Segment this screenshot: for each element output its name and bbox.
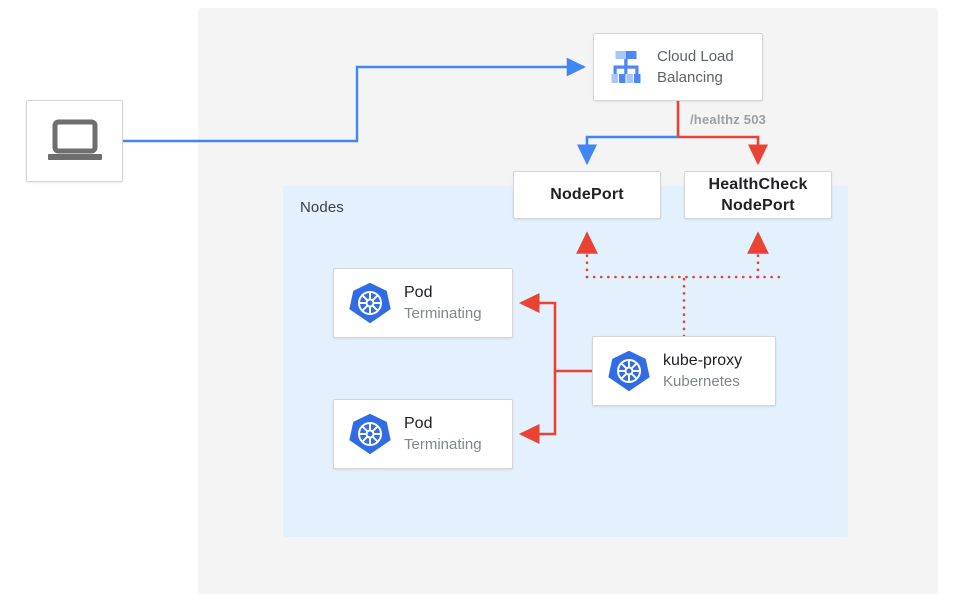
pod-1-status: Terminating <box>404 305 482 322</box>
pod-2-text: Pod Terminating <box>404 413 482 455</box>
kube-proxy-node[interactable]: kube-proxy Kubernetes <box>592 336 776 406</box>
cloud-load-balancing-node[interactable]: Cloud Load Balancing <box>593 33 763 101</box>
healthcheck-nodeport-label-line2: NodePort <box>721 197 795 214</box>
pod-node-2[interactable]: Pod Terminating <box>333 399 513 469</box>
pod-node-1[interactable]: Pod Terminating <box>333 268 513 338</box>
pod-1-text: Pod Terminating <box>404 282 482 324</box>
laptop-icon <box>47 119 102 160</box>
kube-proxy-title: kube-proxy <box>663 352 743 369</box>
pod-1-title: Pod <box>404 284 433 301</box>
nodes-panel-label: Nodes <box>300 199 344 216</box>
client-laptop-node[interactable] <box>26 100 123 182</box>
nodeport-node[interactable]: NodePort <box>513 171 661 219</box>
kubernetes-icon <box>349 413 391 455</box>
kube-proxy-subtitle: Kubernetes <box>663 373 740 390</box>
cloud-load-balancing-label-line1: Cloud Load <box>657 48 734 65</box>
pod-2-title: Pod <box>404 415 433 432</box>
healthcheck-nodeport-node[interactable]: HealthCheck NodePort <box>684 171 832 219</box>
healthcheck-nodeport-label-line1: HealthCheck <box>708 176 808 193</box>
kube-proxy-text: kube-proxy Kubernetes <box>663 350 742 392</box>
kubernetes-icon <box>608 350 650 392</box>
healthcheck-nodeport-label: HealthCheck NodePort <box>708 174 807 216</box>
healthz-edge-label: /healthz 503 <box>690 112 767 127</box>
cloud-load-balancing-label: Cloud Load Balancing <box>657 46 734 88</box>
nodeport-label: NodePort <box>550 186 624 203</box>
pod-2-status: Terminating <box>404 436 482 453</box>
cloud-load-balancing-icon <box>611 51 641 83</box>
cloud-load-balancing-label-line2: Balancing <box>657 69 723 86</box>
kubernetes-icon <box>349 282 391 324</box>
